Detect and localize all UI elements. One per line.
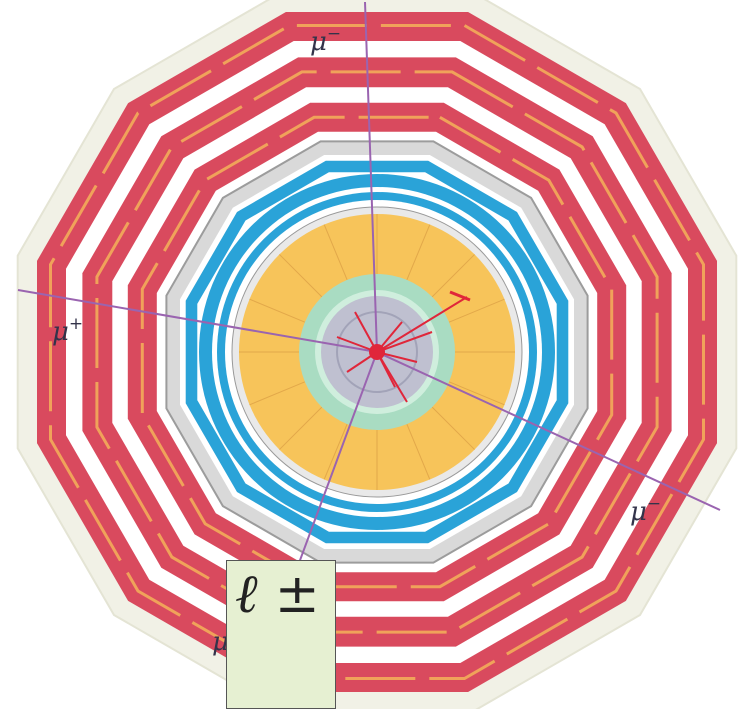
hcal-division-9 [249, 298, 306, 323]
muon-track-2 [376, 351, 721, 511]
muon-label-left: μ+ [52, 314, 83, 347]
muon-label-right: μ− [630, 494, 661, 527]
muon-track-0 [364, 1, 378, 353]
tracker-layer [336, 311, 418, 393]
vertex [369, 344, 385, 360]
muon-track-1 [17, 289, 378, 353]
energy-deposit-hcal [449, 290, 471, 302]
muon-label-top: μ− [310, 24, 341, 57]
hcal-division-10 [279, 254, 323, 298]
lepton-label: ℓ ± [235, 562, 320, 625]
energy-track-5 [376, 331, 433, 353]
hcal-division-13 [406, 224, 431, 281]
hcal-division-11 [323, 224, 348, 281]
energy-track-8 [376, 351, 408, 403]
hcal-division-6 [279, 406, 323, 450]
lepton-label-box: ℓ ± [226, 560, 336, 709]
hcal-division-5 [323, 423, 348, 480]
hcal-division-7 [249, 381, 306, 406]
energy-track-6 [376, 296, 468, 353]
hcal-division-2 [431, 406, 475, 450]
hcal-division-1 [448, 381, 505, 406]
hcal-division-15 [448, 298, 505, 323]
hcal-division-14 [431, 254, 475, 298]
hcal-division-3 [406, 423, 431, 480]
